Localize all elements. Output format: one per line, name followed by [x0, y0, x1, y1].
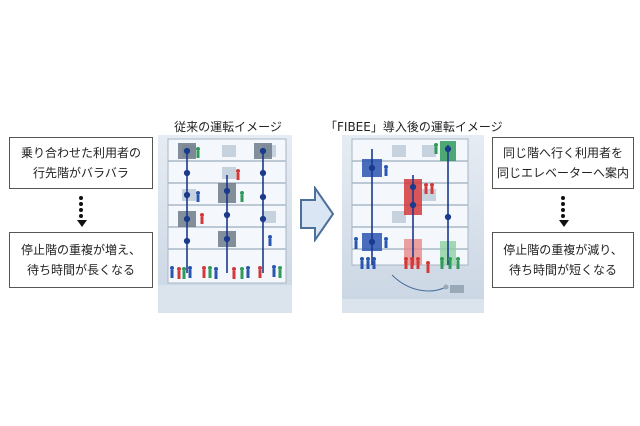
- right-image-caption: 「FIBEE」導入後の運転イメージ: [325, 120, 503, 134]
- left-connector: [77, 196, 87, 227]
- conventional-building-illustration: [158, 135, 292, 313]
- transition-arrow-icon: [300, 186, 335, 242]
- destination-panel-icon: [443, 284, 464, 293]
- right-top-box: 同じ階へ行く利用者を 同じエレベーターへ案内: [492, 137, 634, 189]
- right-bottom-box-text: 停止階の重複が減り、 待ち時間が短くなる: [503, 243, 623, 277]
- waiting-people: [354, 143, 460, 273]
- waiting-people: [170, 147, 282, 279]
- highlighted-stops: [178, 143, 272, 247]
- right-top-box-text: 同じ階へ行く利用者を 同じエレベーターへ案内: [496, 146, 629, 180]
- left-top-box: 乗り合わせた利用者の 行先階がバラバラ: [9, 137, 153, 189]
- down-arrow-icon: [77, 220, 87, 227]
- right-connector: [559, 196, 569, 227]
- left-top-box-text: 乗り合わせた利用者の 行先階がバラバラ: [20, 146, 141, 180]
- down-arrow-icon: [559, 220, 569, 227]
- left-image-caption: 従来の運転イメージ: [174, 120, 282, 134]
- fibee-building-illustration: [342, 135, 484, 313]
- left-bottom-box: 停止階の重複が増え、 待ち時間が長くなる: [9, 232, 153, 288]
- left-bottom-box-text: 停止階の重複が増え、 待ち時間が長くなる: [20, 243, 141, 277]
- right-bottom-box: 停止階の重複が減り、 待ち時間が短くなる: [492, 232, 634, 288]
